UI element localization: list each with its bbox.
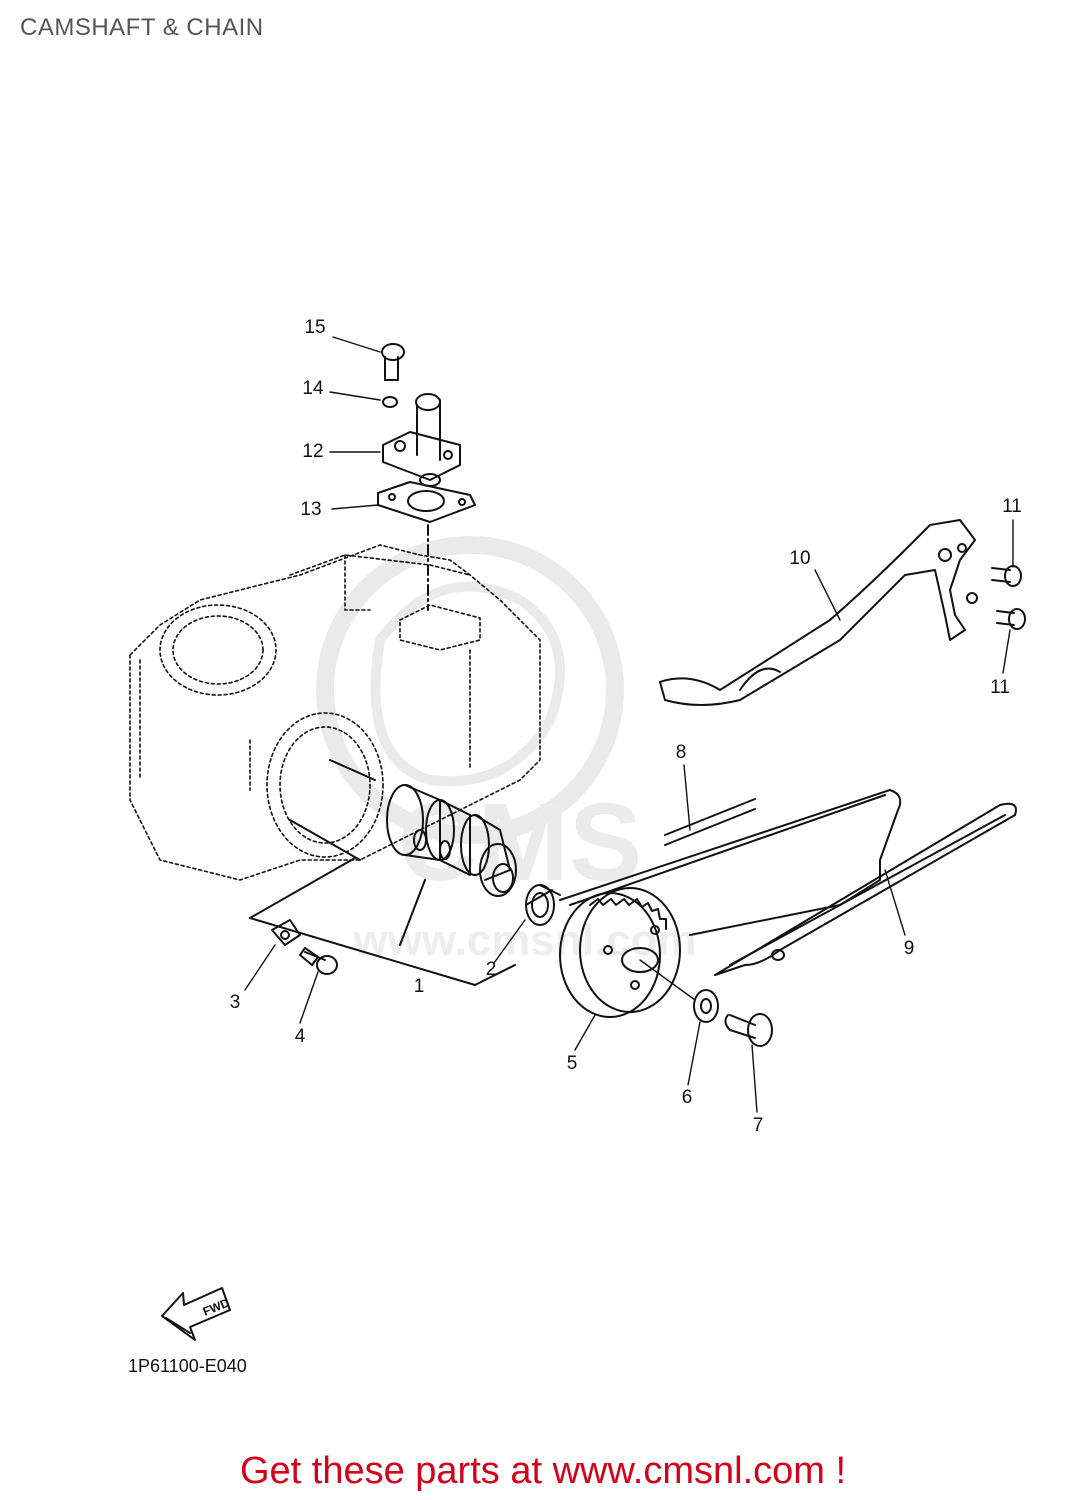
camshaft-part — [289, 759, 517, 897]
callout-12: 12 — [302, 441, 323, 462]
callout-9: 9 — [904, 938, 915, 959]
callout-2: 2 — [486, 959, 497, 980]
leader-1 — [249, 857, 516, 986]
callout-3: 3 — [230, 992, 241, 1013]
callout-1: 1 — [414, 976, 425, 997]
fwd-arrow-icon — [161, 1287, 231, 1341]
watermark-logo: CMS — [398, 781, 642, 904]
page-title: CAMSHAFT & CHAIN — [20, 14, 264, 41]
callout-6: 6 — [682, 1087, 693, 1108]
cylinder-head-outline — [129, 544, 541, 881]
dowel-pin-part — [525, 884, 561, 926]
washer-part-14 — [382, 396, 398, 408]
lock-washer-part — [271, 919, 301, 946]
leader-lines — [244, 336, 1014, 1113]
chain-guide-part — [714, 802, 1017, 976]
callout-15: 15 — [304, 317, 325, 338]
callout-13: 13 — [300, 499, 321, 520]
bolt-part-11-upper — [991, 565, 1022, 587]
cta-link[interactable]: Get these parts at www.cmsnl.com ! — [239, 1450, 847, 1492]
bolt-part-15 — [381, 343, 405, 381]
callout-labels: 1 2 3 4 5 6 7 8 9 10 11 11 12 13 14 15 — [230, 317, 1022, 1136]
tensioner-guide-part — [659, 519, 978, 706]
callout-11-lower: 11 — [990, 677, 1010, 698]
cam-chain-part — [559, 789, 902, 936]
bolt-part-7 — [724, 1013, 773, 1047]
callout-8: 8 — [676, 742, 687, 763]
watermark-url: www.cmsnl.com — [352, 916, 696, 965]
bolt-part-11-lower — [996, 608, 1026, 630]
watermark: CMS www.cmsnl.com — [316, 536, 697, 965]
tensioner-part — [382, 393, 461, 487]
diagram-code: 1P61100-E040 — [128, 1356, 247, 1376]
bolt-part-4 — [299, 947, 338, 975]
washer-part-6 — [693, 989, 719, 1023]
callout-7: 7 — [753, 1115, 764, 1136]
callout-4: 4 — [295, 1026, 306, 1047]
gasket-part — [377, 481, 476, 523]
callout-14: 14 — [302, 378, 324, 399]
callout-10: 10 — [789, 548, 810, 569]
callout-5: 5 — [567, 1053, 578, 1074]
callout-11-upper: 11 — [1002, 496, 1022, 517]
cam-sprocket-part — [559, 887, 681, 1018]
